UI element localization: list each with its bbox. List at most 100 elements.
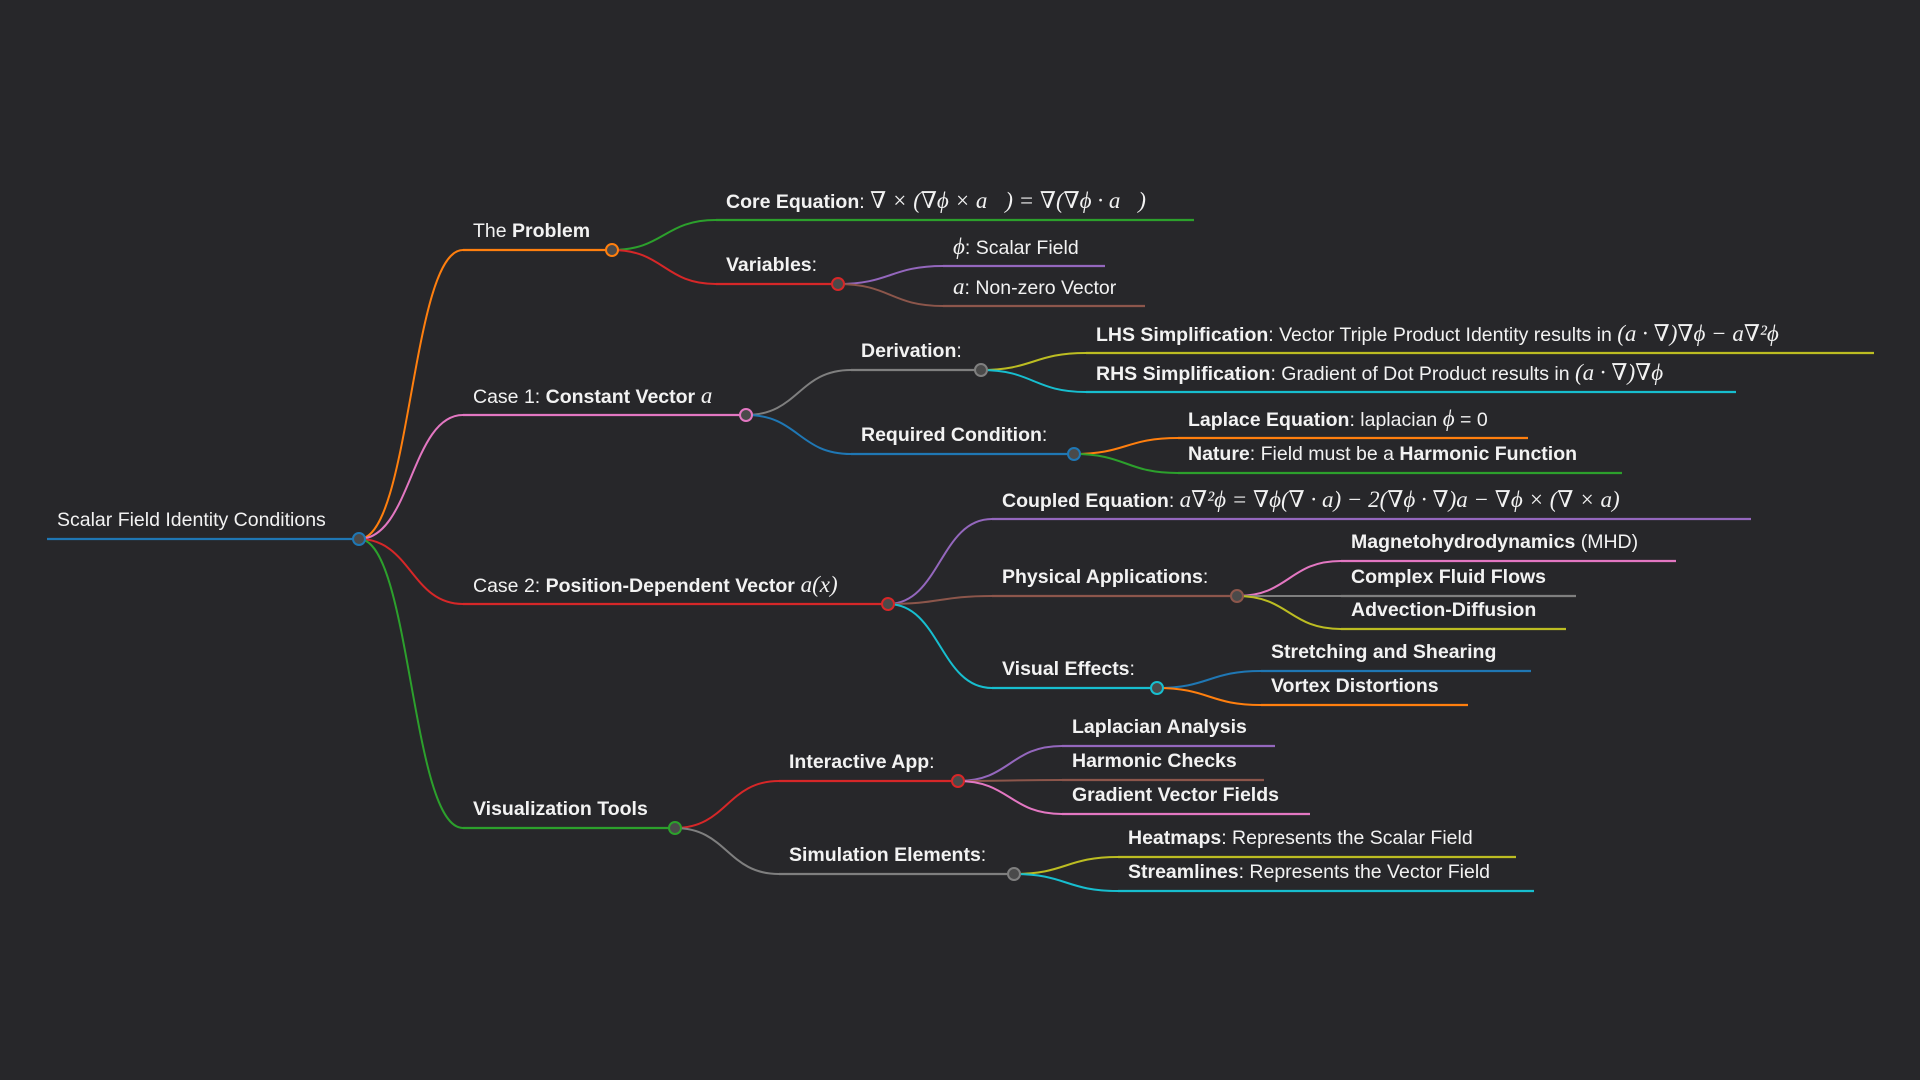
toggle-case1[interactable] xyxy=(739,408,753,422)
node-phi[interactable]: ϕ: Scalar Field xyxy=(953,234,1079,261)
node-stretch[interactable]: Stretching and Shearing xyxy=(1271,639,1496,665)
label-text: RHS Simplification xyxy=(1096,363,1271,385)
link-nature xyxy=(1073,453,1179,474)
label-text: Case 1: xyxy=(473,386,546,408)
link-sim xyxy=(674,827,780,875)
link-core xyxy=(611,219,717,251)
node-app[interactable]: Interactive App: xyxy=(789,749,935,775)
node-grad[interactable]: Gradient Vector Fields xyxy=(1072,782,1279,808)
toggle-sim[interactable] xyxy=(1007,867,1021,881)
node-root[interactable]: Scalar Field Identity Conditions xyxy=(57,507,326,533)
link-stream xyxy=(1013,873,1119,892)
label-text: : Gradient of Dot Product results in xyxy=(1270,363,1575,385)
label-text: Visualization Tools xyxy=(473,798,648,820)
toggle-root[interactable] xyxy=(352,532,366,546)
toggle-phys[interactable] xyxy=(1230,589,1244,603)
link-mhd xyxy=(1236,560,1342,597)
node-harm[interactable]: Harmonic Checks xyxy=(1072,748,1237,774)
node-lapan[interactable]: Laplacian Analysis xyxy=(1072,714,1247,740)
label-text: Streamlines xyxy=(1128,861,1239,883)
node-coupled[interactable]: Coupled Equation: a∇²ϕ = ∇ϕ(∇ · a) − 2(∇… xyxy=(1002,487,1620,514)
node-advec[interactable]: Advection-Diffusion xyxy=(1351,597,1536,623)
node-sim[interactable]: Simulation Elements: xyxy=(789,842,986,868)
label-text: : xyxy=(929,751,935,773)
label-text: Vortex Distortions xyxy=(1271,675,1439,697)
label-text: Laplace Equation xyxy=(1188,409,1350,431)
label-text: Case 2: xyxy=(473,575,546,597)
node-avec[interactable]: a: Non-zero Vector xyxy=(953,274,1116,301)
node-problem[interactable]: The Problem xyxy=(473,218,590,244)
math-text: a(x) xyxy=(794,572,838,597)
label-text: : xyxy=(956,340,962,362)
link-problem xyxy=(358,249,464,540)
label-text: Advection-Diffusion xyxy=(1351,599,1537,621)
node-vortex[interactable]: Vortex Distortions xyxy=(1271,673,1439,699)
toggle-problem[interactable] xyxy=(605,243,619,257)
link-phys xyxy=(887,595,993,605)
node-rhs[interactable]: RHS Simplification: Gradient of Dot Prod… xyxy=(1096,360,1663,387)
node-phys[interactable]: Physical Applications: xyxy=(1002,564,1208,590)
node-laplace[interactable]: Laplace Equation: laplacian ϕ = 0 xyxy=(1188,406,1488,433)
node-visual[interactable]: Visual Effects: xyxy=(1002,656,1135,682)
label-text: Scalar Field Identity Conditions xyxy=(57,509,326,531)
math-text: a xyxy=(695,383,713,408)
math-text: a∇²ϕ = ∇ϕ(∇ · a) − 2(∇ϕ · ∇)a − ∇ϕ × (∇ … xyxy=(1179,487,1620,512)
label-text: : xyxy=(1168,490,1180,512)
label-text: Derivation xyxy=(861,340,957,362)
math-text: a xyxy=(953,274,965,299)
label-text: Variables xyxy=(726,254,812,276)
math-text: ∇ × (∇ϕ × a⃗) = ∇(∇ϕ · a⃗) xyxy=(870,188,1146,213)
label-text: Coupled Equation xyxy=(1002,490,1169,512)
label-text: Simulation Elements xyxy=(789,844,981,866)
label-text: = 0 xyxy=(1454,409,1488,431)
label-text: Harmonic Function xyxy=(1399,443,1578,465)
label-text: : Represents the Scalar Field xyxy=(1221,827,1473,849)
label-text: Nature xyxy=(1188,443,1250,465)
node-req[interactable]: Required Condition: xyxy=(861,422,1047,448)
math-text: ϕ xyxy=(953,234,965,259)
label-text: : Vector Triple Product Identity results… xyxy=(1268,324,1618,346)
node-core[interactable]: Core Equation: ∇ × (∇ϕ × a⃗) = ∇(∇ϕ · a⃗… xyxy=(726,188,1146,215)
label-text: : xyxy=(1202,566,1209,588)
label-text: Laplacian Analysis xyxy=(1072,716,1247,738)
toggle-case2[interactable] xyxy=(881,597,895,611)
label-text: Interactive App xyxy=(789,751,930,773)
node-lhs[interactable]: LHS Simplification: Vector Triple Produc… xyxy=(1096,321,1779,348)
toggle-app[interactable] xyxy=(951,774,965,788)
label-text: The xyxy=(473,220,513,242)
node-case1[interactable]: Case 1: Constant Vector a xyxy=(473,383,712,410)
label-text: Stretching and Shearing xyxy=(1271,641,1497,663)
label-text: LHS Simplification xyxy=(1096,324,1269,346)
link-viz xyxy=(358,538,464,829)
node-deriv[interactable]: Derivation: xyxy=(861,338,962,364)
node-stream[interactable]: Streamlines: Represents the Vector Field xyxy=(1128,859,1490,885)
toggle-visual[interactable] xyxy=(1150,681,1164,695)
label-text: Heatmaps xyxy=(1128,827,1222,849)
node-viz[interactable]: Visualization Tools xyxy=(473,796,648,822)
node-vars[interactable]: Variables: xyxy=(726,252,817,278)
node-mhd[interactable]: Magnetohydrodynamics (MHD) xyxy=(1351,529,1638,555)
node-heat[interactable]: Heatmaps: Represents the Scalar Field xyxy=(1128,825,1473,851)
math-text: ϕ xyxy=(1442,406,1455,431)
link-laplace xyxy=(1073,437,1179,455)
node-nature[interactable]: Nature: Field must be a Harmonic Functio… xyxy=(1188,441,1577,467)
link-rhs xyxy=(980,369,1087,393)
math-text: (a · ∇)∇ϕ xyxy=(1575,360,1664,385)
link-coupled xyxy=(887,518,993,605)
toggle-deriv[interactable] xyxy=(974,363,988,377)
math-text: (a · ∇)∇ϕ − a∇²ϕ xyxy=(1617,321,1779,346)
link-case1 xyxy=(358,414,464,540)
label-text: Gradient Vector Fields xyxy=(1072,784,1279,806)
link-deriv xyxy=(745,369,852,416)
label-text: Complex Fluid Flows xyxy=(1351,566,1547,588)
toggle-vars[interactable] xyxy=(831,277,845,291)
label-text: Physical Applications xyxy=(1002,566,1203,588)
toggle-viz[interactable] xyxy=(668,821,682,835)
label-text: : Represents the Vector Field xyxy=(1238,861,1491,883)
link-grad xyxy=(957,780,1063,815)
toggle-req[interactable] xyxy=(1067,447,1081,461)
label-text: : xyxy=(980,844,987,866)
node-fluid[interactable]: Complex Fluid Flows xyxy=(1351,564,1546,590)
node-case2[interactable]: Case 2: Position-Dependent Vector a(x) xyxy=(473,572,838,599)
